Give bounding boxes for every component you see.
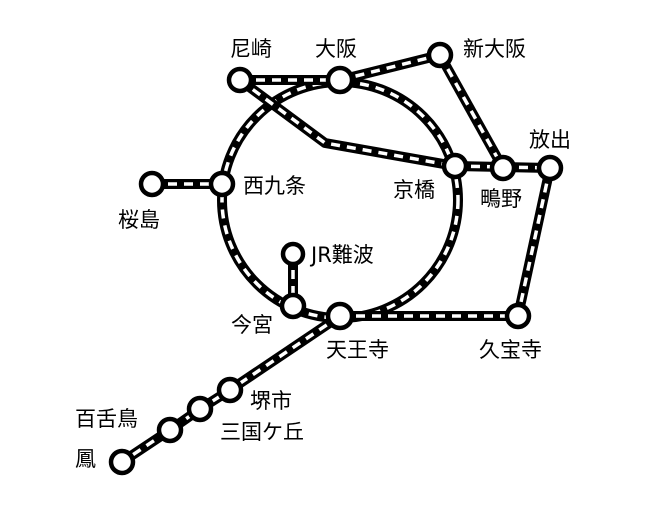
label-amagasaki: 尼崎 (230, 37, 272, 61)
label-mikunigaoka: 三国ケ丘 (220, 420, 304, 444)
label-sakurajima: 桜島 (118, 208, 160, 232)
label-tennoji: 天王寺 (326, 338, 389, 362)
label-hanaten: 放出 (529, 128, 571, 152)
label-jr-namba: JR難波 (311, 243, 374, 267)
label-kyuhoji: 久宝寺 (479, 338, 542, 362)
station-shigino[interactable] (489, 154, 517, 182)
station-kyuhoji[interactable] (504, 302, 532, 330)
station-kyobashi[interactable] (441, 152, 469, 180)
line-hanaten-kyuhoji (513, 166, 555, 318)
label-mozu: 百舌鳥 (75, 407, 138, 431)
label-otori: 鳳 (75, 447, 96, 471)
label-imamiya: 今宮 (231, 313, 273, 337)
label-kyobashi: 京橋 (393, 178, 435, 202)
line-amagasaki-kyobashi (237, 75, 456, 171)
label-osaka: 大阪 (315, 37, 357, 61)
station-mikunigaoka[interactable] (186, 395, 214, 423)
label-nishikujo: 西九条 (243, 174, 306, 198)
station-sakurajima[interactable] (138, 170, 166, 198)
station-nishikujo[interactable] (208, 170, 236, 198)
label-shigino: 鴫野 (480, 187, 522, 211)
station-amagasaki[interactable] (226, 66, 254, 94)
line-shinosaka-shigino (435, 52, 508, 171)
station-otori[interactable] (108, 448, 136, 476)
station-hanaten[interactable] (536, 154, 564, 182)
label-sakaishi: 堺市 (250, 389, 292, 413)
station-jr-namba[interactable] (280, 241, 306, 267)
station-imamiya[interactable] (279, 292, 307, 320)
stations (108, 41, 564, 476)
station-mozu[interactable] (156, 416, 184, 444)
station-shin-osaka[interactable] (426, 41, 454, 69)
station-sakaishi[interactable] (216, 376, 244, 404)
station-osaka[interactable] (325, 65, 355, 95)
label-shin-osaka: 新大阪 (463, 37, 526, 61)
line-osaka-shinosaka (338, 50, 442, 85)
station-tennoji[interactable] (325, 301, 355, 331)
